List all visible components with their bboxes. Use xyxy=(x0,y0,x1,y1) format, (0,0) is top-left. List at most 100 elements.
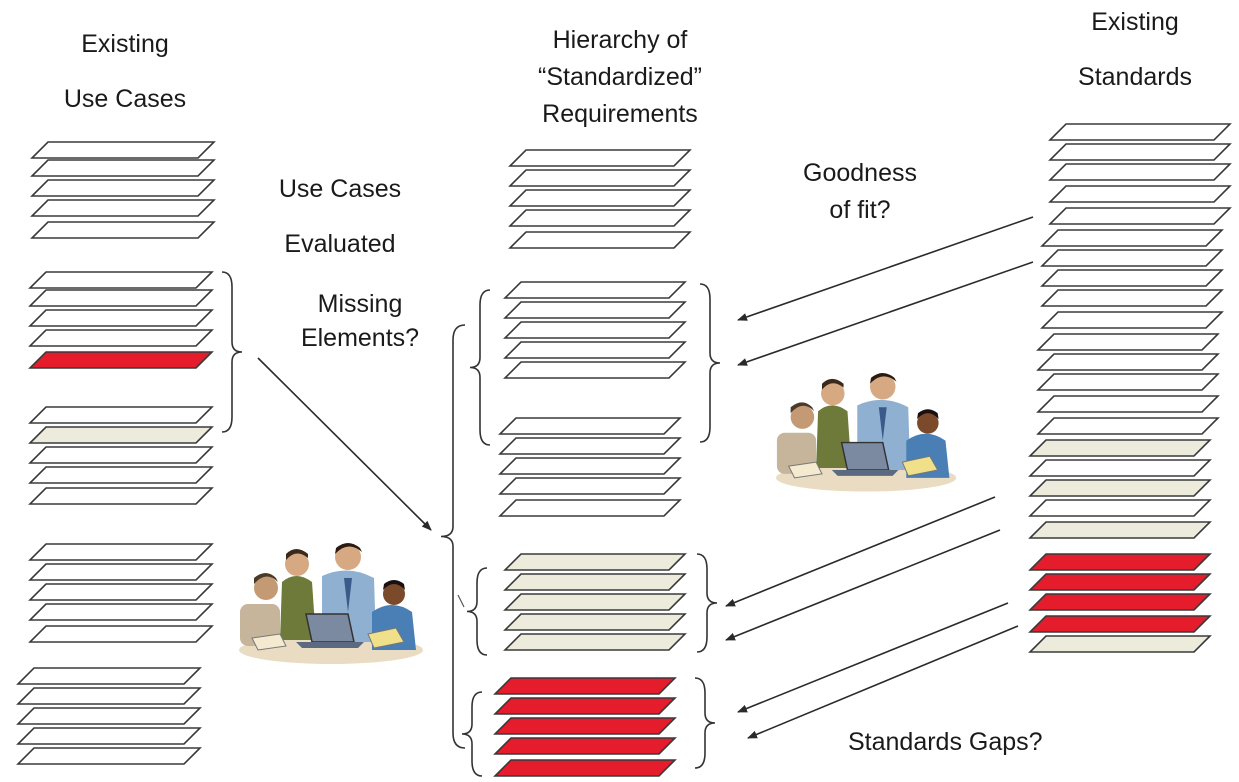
sheet-req-d-4 xyxy=(503,613,687,631)
sheet-std-c-3 xyxy=(1036,373,1220,391)
sheets-layer xyxy=(16,123,1232,777)
brace-req-b-left xyxy=(469,289,491,446)
sheet-std-a-3 xyxy=(1048,163,1232,181)
existing-use-cases-title-line1: Existing xyxy=(81,30,169,58)
sheet-usecase-a-5 xyxy=(30,221,216,239)
sheet-usecase-d-1 xyxy=(28,543,214,561)
sheet-std-a-2 xyxy=(1048,143,1232,161)
sheet-usecase-b-4 xyxy=(28,329,214,347)
sheet-std-c-4 xyxy=(1036,395,1220,413)
stack-std-d xyxy=(1028,439,1212,539)
sheet-req-a-4 xyxy=(508,209,692,227)
sheet-usecase-d-3 xyxy=(28,583,214,601)
stack-std-a xyxy=(1048,123,1232,225)
missing-elements-line2: Elements? xyxy=(300,324,420,352)
sheet-usecase-e-2 xyxy=(16,687,202,705)
sheet-usecase-c-1 xyxy=(28,406,214,424)
sheet-usecase-a-1 xyxy=(30,141,216,159)
sheet-std-e-1 xyxy=(1028,553,1212,571)
sheet-std-d-5 xyxy=(1028,521,1212,539)
goodness-line2: of fit? xyxy=(829,196,891,224)
brace-req-e-left xyxy=(461,691,483,777)
stack-usecase-b xyxy=(28,271,214,369)
sheet-req-c-2 xyxy=(498,437,682,455)
sheet-usecase-d-2 xyxy=(28,563,214,581)
hierarchy-title-line1: Hierarchy of xyxy=(552,26,688,54)
sheet-std-b-3 xyxy=(1040,269,1224,287)
sheet-std-a-5 xyxy=(1048,207,1232,225)
sheet-req-e-3 xyxy=(493,717,677,735)
sheet-req-a-1 xyxy=(508,149,692,167)
tick-mark xyxy=(457,594,465,608)
sheet-req-a-3 xyxy=(508,189,692,207)
sheet-std-b-5 xyxy=(1040,311,1224,329)
sheet-usecase-b-1 xyxy=(28,271,214,289)
goodness-line1: Goodness xyxy=(803,159,917,187)
sheet-req-c-5 xyxy=(498,499,682,517)
use-cases-evaluated-line2: Evaluated xyxy=(284,230,396,258)
stack-usecase-c xyxy=(28,406,214,505)
sheet-std-d-4 xyxy=(1028,499,1212,517)
sheet-std-e-5 xyxy=(1028,635,1212,653)
sheet-std-c-1 xyxy=(1036,333,1220,351)
existing-standards-title: Existing Standards xyxy=(1040,10,1230,90)
use-cases-evaluated-line1: Use Cases xyxy=(278,175,402,203)
sheet-usecase-b-3 xyxy=(28,309,214,327)
sheet-usecase-a-2 xyxy=(30,159,216,177)
brace-req-d-right xyxy=(696,553,718,653)
sheet-req-b-4 xyxy=(503,341,687,359)
sheet-req-e-4 xyxy=(493,737,677,755)
arrow-fit-4 xyxy=(725,529,1001,641)
sheet-req-b-2 xyxy=(503,301,687,319)
arrow-gap-2 xyxy=(747,625,1019,739)
stack-req-c xyxy=(498,417,682,517)
stack-req-d xyxy=(503,553,687,651)
braces-layer xyxy=(221,271,721,777)
sheet-usecase-c-4 xyxy=(28,466,214,484)
existing-standards-title-line1: Existing xyxy=(1091,8,1179,36)
sheet-usecase-b-5 xyxy=(28,351,214,369)
sheet-req-a-5 xyxy=(508,231,692,249)
sheet-req-e-2 xyxy=(493,697,677,715)
arrow-fit-3 xyxy=(725,496,996,607)
stack-usecase-a xyxy=(30,141,216,239)
sheet-req-d-2 xyxy=(503,573,687,591)
sheet-req-a-2 xyxy=(508,169,692,187)
sheet-usecase-e-1 xyxy=(16,667,202,685)
sheet-req-b-3 xyxy=(503,321,687,339)
existing-standards-title-line2: Standards xyxy=(1078,63,1192,91)
hierarchy-title: Hierarchy of “Standardized” Requirements xyxy=(500,22,740,133)
hierarchy-title-line3: Requirements xyxy=(542,100,698,128)
sheet-usecase-a-3 xyxy=(30,179,216,197)
sheet-usecase-d-5 xyxy=(28,625,214,643)
meeting-clipart-icon xyxy=(775,372,957,492)
standards-gaps-label: Standards Gaps? xyxy=(848,728,1043,756)
hierarchy-title-line2: “Standardized” xyxy=(538,63,702,91)
brace-req-big-left xyxy=(440,324,466,749)
stack-req-e xyxy=(493,677,677,777)
meeting-clipart-icon xyxy=(239,543,423,664)
sheet-usecase-b-2 xyxy=(28,289,214,307)
sheet-std-c-5 xyxy=(1036,417,1220,435)
sheet-usecase-c-2 xyxy=(28,426,214,444)
existing-use-cases-title: Existing Use Cases xyxy=(30,32,220,112)
sheet-req-b-1 xyxy=(503,281,687,299)
sheet-usecase-a-4 xyxy=(30,199,216,217)
sheet-usecase-e-3 xyxy=(16,707,202,725)
sheet-std-a-4 xyxy=(1048,185,1232,203)
missing-elements-line1: Missing xyxy=(317,290,403,318)
sheet-std-b-1 xyxy=(1040,229,1224,247)
sheet-req-e-1 xyxy=(493,677,677,695)
stack-usecase-d xyxy=(28,543,214,643)
sheet-std-e-4 xyxy=(1028,615,1212,633)
sheet-req-c-3 xyxy=(498,457,682,475)
sheet-usecase-c-5 xyxy=(28,487,214,505)
sheet-std-c-2 xyxy=(1036,353,1220,371)
arrows-layer xyxy=(257,216,1034,739)
sheet-usecase-c-3 xyxy=(28,446,214,464)
stack-std-b xyxy=(1040,229,1224,329)
sheet-req-c-4 xyxy=(498,477,682,495)
stack-req-a xyxy=(508,149,692,249)
